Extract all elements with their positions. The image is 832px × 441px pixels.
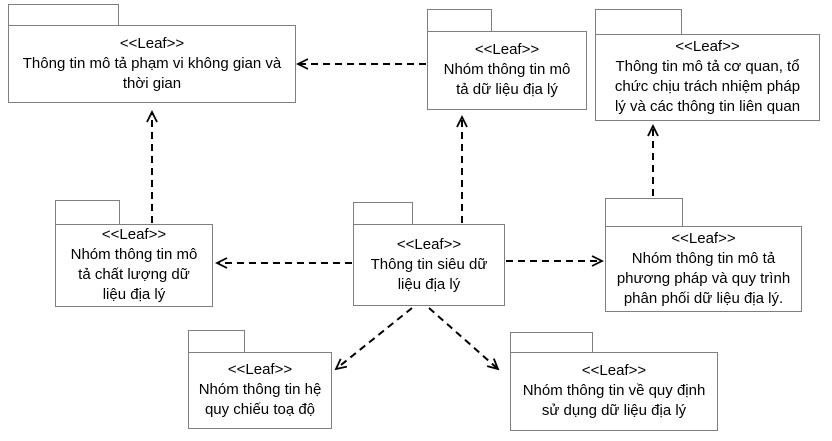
package-spatial-temporal-extent-info: <<Leaf>> Thông tin mô tả phạm vi không g…	[8, 4, 296, 103]
package-stereotype: <<Leaf>>	[474, 41, 540, 58]
package-body: <<Leaf>> Nhóm thông tin hệ quy chiếu toạ…	[188, 351, 332, 429]
package-geo-data-description-group: <<Leaf>> Nhóm thông tin mô tả dữ liệu đị…	[427, 9, 587, 110]
package-stereotype: <<Leaf>>	[671, 229, 736, 247]
package-label: Nhóm thông tin mô tả dữ liệu địa lý	[443, 61, 571, 98]
package-body: <<Leaf>> Thông tin mô tả cơ quan, tổ chứ…	[595, 33, 820, 121]
package-stereotype: <<Leaf>>	[227, 361, 293, 378]
package-label: Nhóm thông tin về quy định sử dụng dữ li…	[522, 382, 706, 419]
dependency-arrow-geo-metadata-to-coordinate-reference-system-group	[336, 307, 413, 369]
package-stereotype: <<Leaf>>	[101, 226, 167, 243]
package-tab	[353, 202, 413, 225]
package-distribution-method-group: <<Leaf>> Nhóm thông tin mô tả phương phá…	[605, 198, 802, 312]
package-body: <<Leaf>> Nhóm thông tin mô tả dữ liệu đị…	[427, 30, 587, 110]
package-body: <<Leaf>> Thông tin mô tả phạm vi không g…	[8, 24, 296, 103]
package-tab	[188, 330, 245, 353]
package-label: Nhóm thông tin mô tả phương pháp và quy …	[616, 249, 791, 307]
package-geo-metadata: <<Leaf>> Thông tin siêu dữ liệu địa lý	[353, 202, 505, 306]
package-data-quality-group: <<Leaf>> Nhóm thông tin mô tả chất lượng…	[55, 200, 213, 307]
package-label: Nhóm thông tin mô tả chất lượng dữ liệu …	[70, 246, 198, 303]
package-stereotype: <<Leaf>>	[119, 34, 185, 52]
package-label: Thông tin mô tả phạm vi không gian và th…	[22, 54, 282, 92]
package-tab	[8, 4, 119, 26]
package-label: Nhóm thông tin hệ quy chiếu toạ độ	[198, 381, 322, 418]
package-body: <<Leaf>> Thông tin siêu dữ liệu địa lý	[353, 223, 505, 306]
package-coordinate-reference-system-group: <<Leaf>> Nhóm thông tin hệ quy chiếu toạ…	[188, 330, 332, 429]
package-body: <<Leaf>> Nhóm thông tin về quy định sử d…	[510, 351, 718, 431]
package-body: <<Leaf>> Nhóm thông tin mô tả phương phá…	[605, 225, 802, 312]
package-label: Thông tin siêu dữ liệu địa lý	[370, 255, 488, 293]
package-tab	[510, 332, 593, 353]
package-usage-regulation-group: <<Leaf>> Nhóm thông tin về quy định sử d…	[510, 332, 718, 431]
package-tab	[605, 198, 683, 227]
package-tab	[427, 9, 492, 32]
package-responsible-organization-info: <<Leaf>> Thông tin mô tả cơ quan, tổ chứ…	[595, 9, 820, 121]
package-tab	[595, 9, 682, 35]
package-body: <<Leaf>> Nhóm thông tin mô tả chất lượng…	[55, 223, 213, 307]
package-label: Thông tin mô tả cơ quan, tổ chức chịu tr…	[614, 58, 801, 115]
package-stereotype: <<Leaf>>	[675, 38, 740, 55]
package-tab	[55, 200, 120, 225]
dependency-arrow-geo-metadata-to-usage-regulation-group	[428, 307, 498, 369]
package-stereotype: <<Leaf>>	[396, 235, 462, 253]
package-stereotype: <<Leaf>>	[581, 362, 647, 379]
